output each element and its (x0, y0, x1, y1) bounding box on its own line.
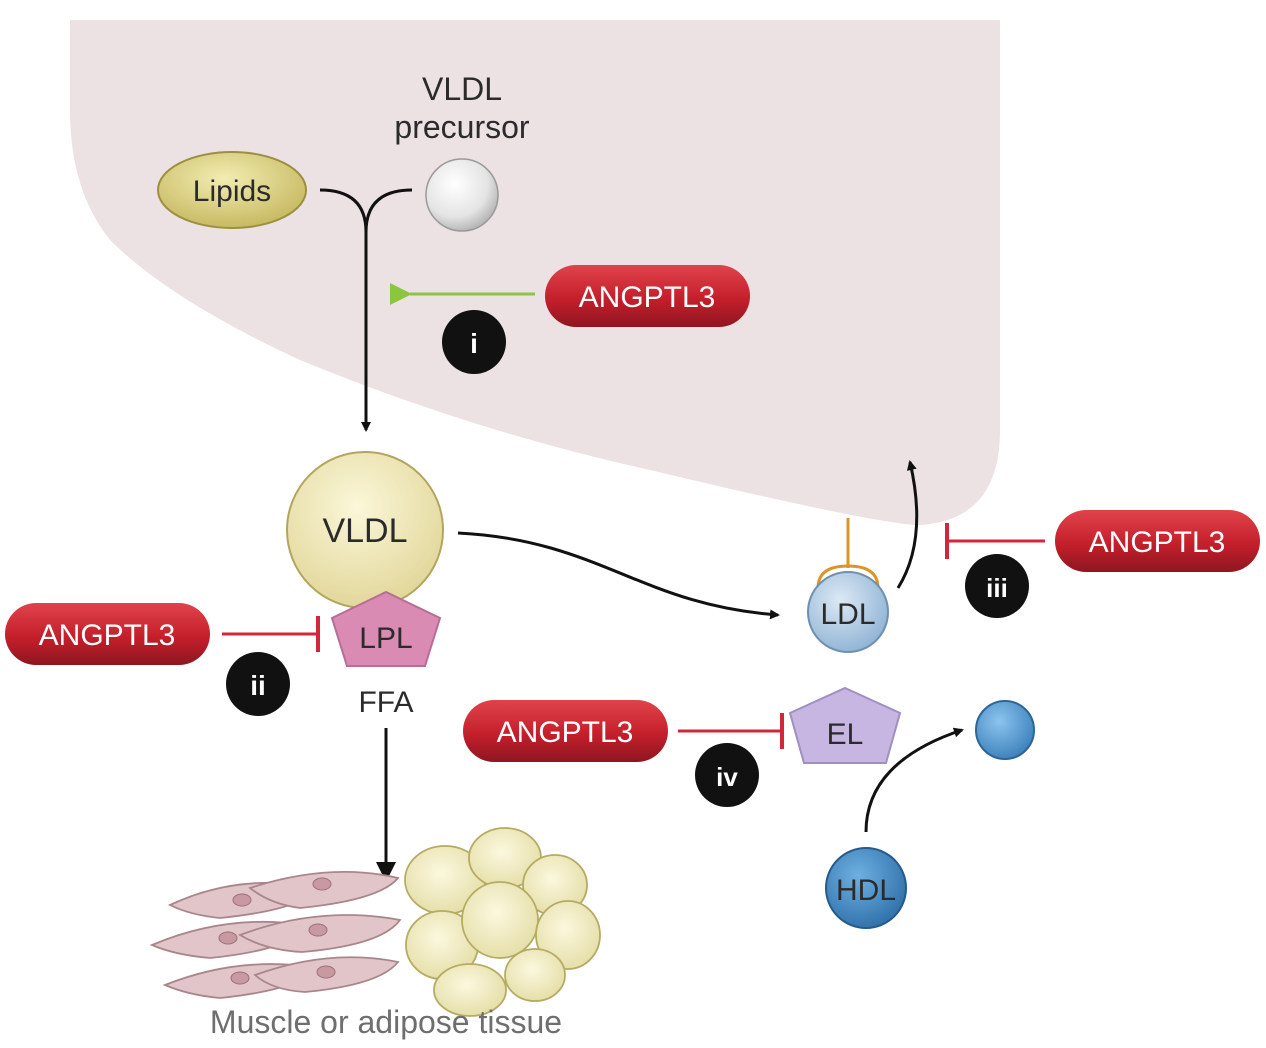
vldl-to-ldl-arrow (457, 531, 780, 620)
hdl-particle (825, 847, 907, 929)
step-marker-ii (226, 652, 290, 716)
lpl-label: LPL (359, 622, 412, 655)
small-hdl-particle (975, 700, 1035, 760)
angptl3-badge-i (545, 265, 750, 327)
angptl3-label-ii: ANGPTL3 (39, 619, 176, 652)
vldl-precursor-label-line2: precursor (394, 109, 530, 145)
angptl3-badge-ii (5, 603, 210, 665)
step-marker-iii (965, 554, 1029, 618)
vldl-label: VLDL (322, 512, 407, 550)
ldl-particle (807, 571, 889, 653)
lipids-node (157, 151, 307, 229)
vldl-precursor-particle (425, 158, 499, 232)
step-label-iv: iv (716, 762, 738, 792)
adipose-cells (404, 827, 601, 1017)
angptl3-label-iii: ANGPTL3 (1089, 526, 1226, 559)
ldl-uptake-arrow (896, 460, 919, 589)
vldl-precursor-label-line1: VLDL (422, 71, 502, 107)
lpl-enzyme (330, 590, 442, 667)
hdl-hydrolysis-arrow (864, 727, 964, 833)
angptl3-badge-iv (463, 700, 668, 762)
ffa-label: FFA (358, 686, 413, 719)
el-enzyme (788, 686, 902, 764)
ldl-receptor-cup (816, 564, 880, 589)
ldl-label: LDL (820, 598, 875, 631)
angptl3-badge-iii (1055, 510, 1260, 572)
angptl3-label-iv: ANGPTL3 (497, 716, 634, 749)
muscle-cells (149, 871, 402, 999)
step-label-ii: ii (250, 670, 266, 701)
step-marker-iv (695, 743, 759, 807)
el-label: EL (827, 718, 864, 751)
step-label-iii: iii (986, 573, 1008, 603)
muscle-nuclei (218, 877, 336, 985)
step-label-i: i (470, 328, 478, 359)
angptl3-label-i: ANGPTL3 (579, 281, 716, 314)
tissue-label: Muscle or adipose tissue (210, 1004, 562, 1040)
hepatocyte-cell (70, 20, 1000, 525)
hdl-label: HDL (836, 874, 896, 907)
lipids-label: Lipids (193, 175, 271, 208)
step-marker-i (442, 310, 506, 374)
